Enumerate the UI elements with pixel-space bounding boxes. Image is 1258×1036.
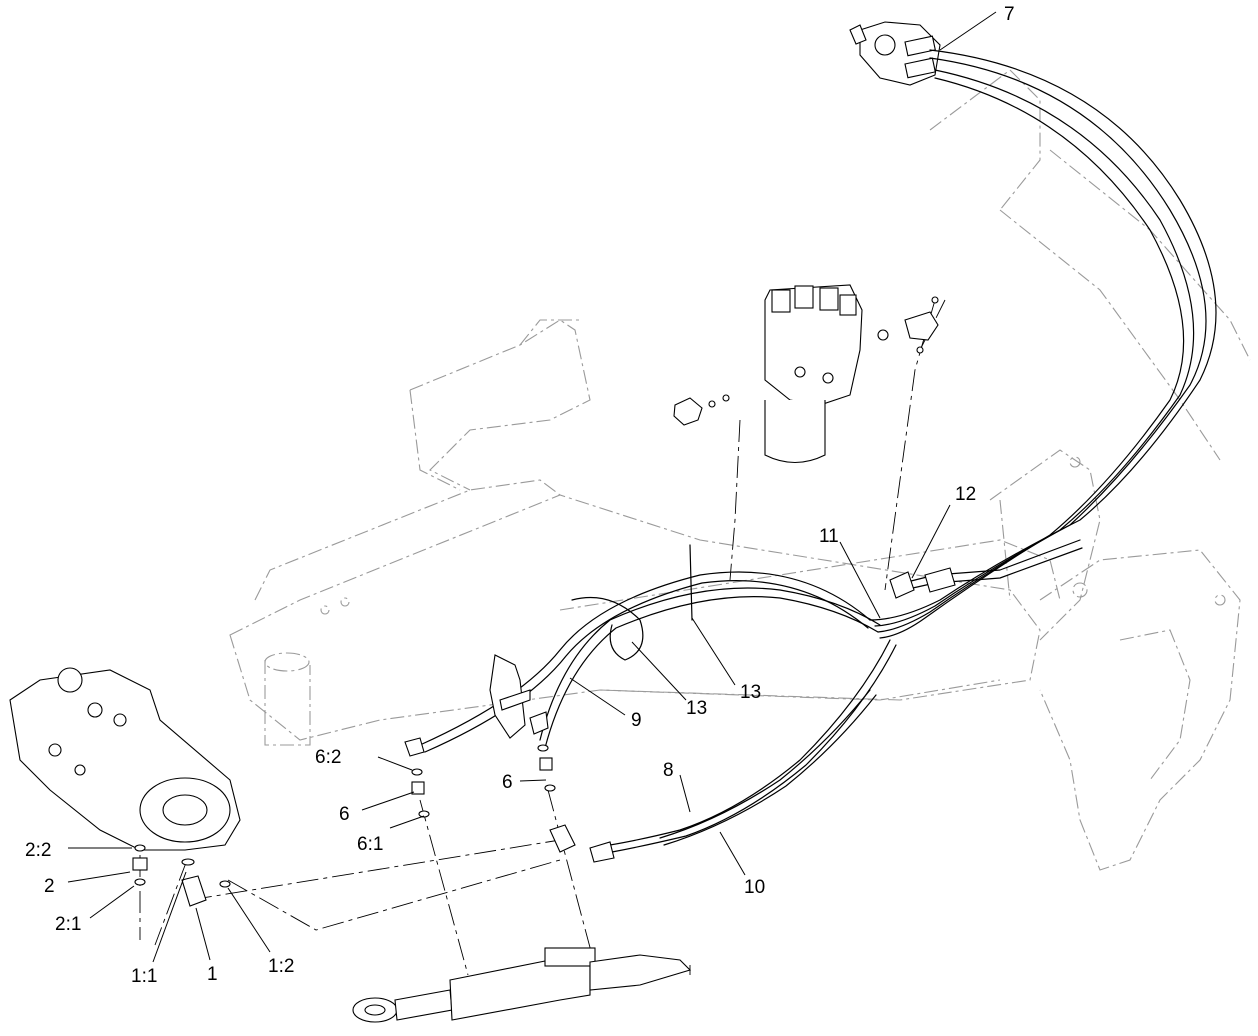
callout-8: 8 bbox=[663, 760, 674, 781]
callout-9: 9 bbox=[631, 710, 642, 731]
callout-6-left: 6 bbox=[339, 804, 350, 825]
callout-2-1: 2:1 bbox=[55, 914, 81, 935]
routing-centerlines bbox=[139, 299, 946, 976]
callout-13-left: 13 bbox=[686, 698, 707, 719]
steering-motor bbox=[849, 21, 941, 86]
hose-bundle-upper bbox=[869, 49, 1217, 639]
callout-6-2: 6:2 bbox=[315, 747, 341, 768]
steering-valve bbox=[673, 284, 939, 463]
pump-assembly bbox=[9, 667, 241, 907]
callout-1: 1 bbox=[207, 964, 218, 985]
callout-7: 7 bbox=[1004, 4, 1015, 25]
callout-12: 12 bbox=[955, 484, 976, 505]
frame-phantom bbox=[229, 69, 1251, 871]
fittings-6 bbox=[404, 711, 556, 818]
callout-6-right: 6 bbox=[502, 772, 513, 793]
callout-10: 10 bbox=[744, 877, 765, 898]
steering-cylinder bbox=[352, 947, 692, 1023]
callout-11: 11 bbox=[819, 526, 839, 547]
callout-2: 2 bbox=[44, 876, 55, 897]
callout-1-2: 1:2 bbox=[268, 956, 294, 977]
callout-labels: 7 12 11 13 13 9 8 10 6 6:2 6 6:1 2:2 2 2… bbox=[25, 4, 1015, 987]
hose-lower-run bbox=[549, 639, 897, 863]
callout-2-2: 2:2 bbox=[25, 840, 51, 861]
leader-lines bbox=[67, 11, 997, 963]
callout-13-right: 13 bbox=[740, 682, 761, 703]
callout-1-1: 1:1 bbox=[131, 966, 157, 987]
callout-6-1: 6:1 bbox=[357, 834, 383, 855]
hose-center-run bbox=[419, 539, 1083, 753]
